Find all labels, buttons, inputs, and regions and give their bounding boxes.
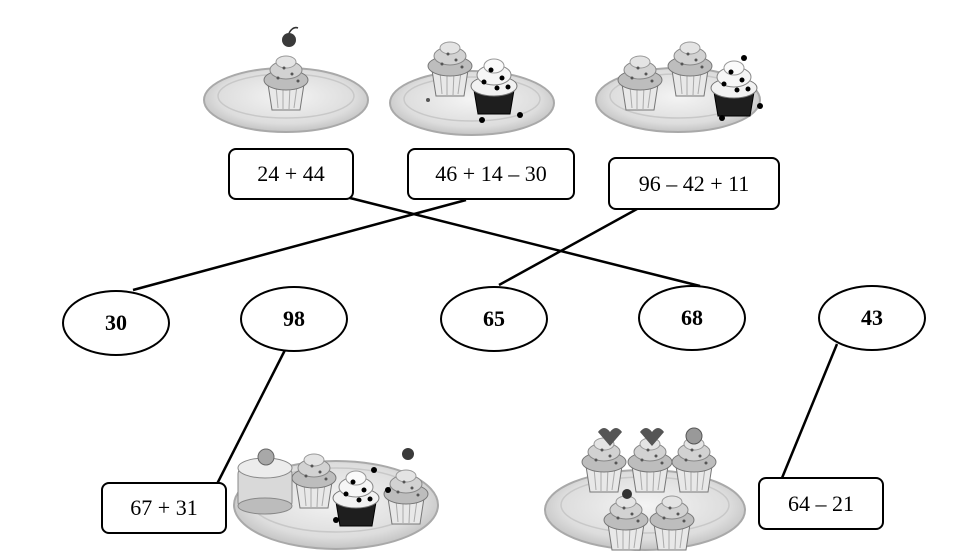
expression-box-top-middle: 46 + 14 – 30 bbox=[407, 148, 575, 200]
number-text: 43 bbox=[861, 305, 883, 330]
number-ellipse-1: 30 bbox=[62, 290, 170, 356]
number-ellipse-3: 65 bbox=[440, 286, 548, 352]
connector-43-to-64-21 bbox=[780, 343, 839, 479]
expression-box-bottom-right: 64 – 21 bbox=[758, 477, 884, 530]
plate-three-cupcakes bbox=[595, 41, 763, 133]
number-ellipse-4: 68 bbox=[638, 285, 746, 351]
number-ellipse-2: 98 bbox=[240, 286, 348, 352]
plate-one-cupcake bbox=[203, 26, 369, 133]
number-text: 98 bbox=[283, 306, 305, 331]
expression-text: 96 – 42 + 11 bbox=[638, 170, 750, 196]
number-text: 30 bbox=[105, 310, 127, 335]
connector-24-44-to-68 bbox=[345, 195, 701, 288]
number-text: 65 bbox=[483, 306, 505, 331]
expression-text: 67 + 31 bbox=[130, 495, 198, 520]
expression-text: 24 + 44 bbox=[257, 161, 325, 186]
expression-box-bottom-left: 67 + 31 bbox=[101, 482, 227, 534]
number-text: 68 bbox=[681, 305, 703, 330]
expression-box-top-right: 96 – 42 + 11 bbox=[608, 157, 780, 210]
connector-96-42-11-to-65 bbox=[498, 207, 638, 287]
number-ellipse-5: 43 bbox=[818, 285, 926, 351]
plate-five-cupcakes bbox=[544, 427, 746, 551]
expression-box-top-left: 24 + 44 bbox=[228, 148, 354, 200]
plate-four-desserts bbox=[233, 448, 439, 550]
expression-text: 46 + 14 – 30 bbox=[435, 161, 547, 186]
expression-text: 64 – 21 bbox=[788, 490, 854, 516]
connector-46-14-30-to-30 bbox=[132, 198, 467, 292]
plate-two-cupcakes bbox=[389, 41, 555, 136]
connector-98-to-67-31 bbox=[215, 349, 287, 485]
